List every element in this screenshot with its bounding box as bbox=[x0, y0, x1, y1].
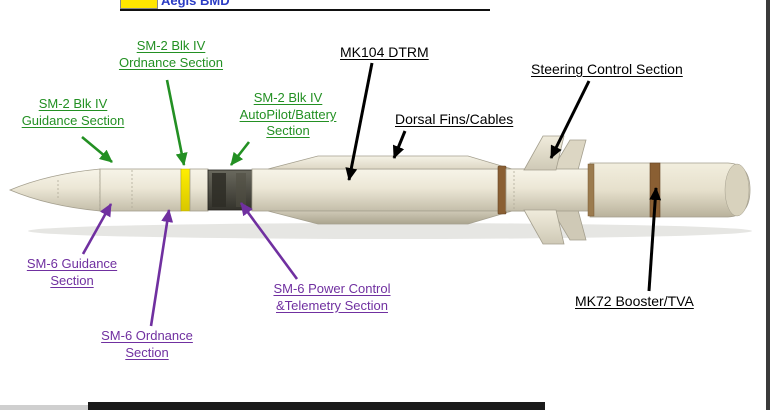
arrow-mk72 bbox=[647, 187, 662, 292]
missile-shadow bbox=[28, 223, 752, 239]
arrow-sm2-ordnance bbox=[165, 79, 188, 166]
arrow-mk104 bbox=[345, 62, 374, 181]
bottom-left-strip bbox=[0, 405, 88, 410]
callout-sm6-guidance-section: SM-6 Guidance Section bbox=[26, 256, 118, 288]
callout-mk72-booster-tva: MK72 Booster/TVA bbox=[575, 293, 694, 309]
arrow-dorsal bbox=[392, 130, 407, 159]
body-segment bbox=[189, 168, 209, 212]
slide-title: Aegis BMD bbox=[161, 0, 230, 8]
callout-sm2-ordnance-section: SM-2 Blk IV Ordnance Section bbox=[118, 38, 224, 70]
missile-body-group bbox=[8, 135, 751, 245]
dark-section-detail-1 bbox=[212, 173, 226, 207]
arrow-sm6-guidance bbox=[81, 203, 113, 255]
callout-steering-control-section: Steering Control Section bbox=[531, 61, 683, 77]
dorsal-fairing-top bbox=[267, 155, 513, 170]
arrow-sm6-power bbox=[239, 202, 299, 280]
mid-joint-ring bbox=[497, 165, 507, 215]
bottom-cropped-bar bbox=[88, 402, 545, 410]
callout-sm6-ordnance-section: SM-6 Ordnance Section bbox=[101, 328, 193, 360]
callout-sm6-power-telemetry-section: SM-6 Power Control &Telemetry Section bbox=[273, 281, 391, 313]
arrow-sm6-ordnance bbox=[149, 209, 174, 327]
callout-arrows bbox=[81, 62, 662, 327]
dorsal-fairing-bottom bbox=[267, 210, 513, 225]
yellow-highlight-swatch bbox=[120, 0, 158, 9]
callout-mk104-dtrm: MK104 DTRM bbox=[340, 44, 429, 60]
callout-sm2-autopilot-battery-section: SM-2 Blk IV AutoPilot/Battery Section bbox=[239, 90, 337, 139]
steering-section-body bbox=[505, 168, 591, 212]
booster-end-cap bbox=[724, 163, 750, 217]
arrow-sm2-autopilot bbox=[229, 141, 251, 166]
callout-dorsal-fins-cables: Dorsal Fins/Cables bbox=[395, 111, 514, 127]
fin-top-front bbox=[523, 135, 565, 171]
nose-cone bbox=[8, 168, 101, 212]
top-divider-line bbox=[120, 9, 490, 11]
arrow-sm2-guidance bbox=[81, 136, 113, 163]
yellow-band bbox=[180, 168, 191, 212]
callout-sm2-guidance-section: SM-2 Blk IV Guidance Section bbox=[21, 96, 125, 128]
fin-bottom-front bbox=[523, 209, 565, 245]
arrow-steering bbox=[549, 80, 591, 159]
booster-joint-ring bbox=[587, 163, 595, 217]
mid-body bbox=[251, 168, 539, 212]
guidance-body bbox=[99, 168, 182, 212]
window-right-edge bbox=[766, 0, 770, 410]
dark-section-detail-2 bbox=[236, 173, 246, 207]
